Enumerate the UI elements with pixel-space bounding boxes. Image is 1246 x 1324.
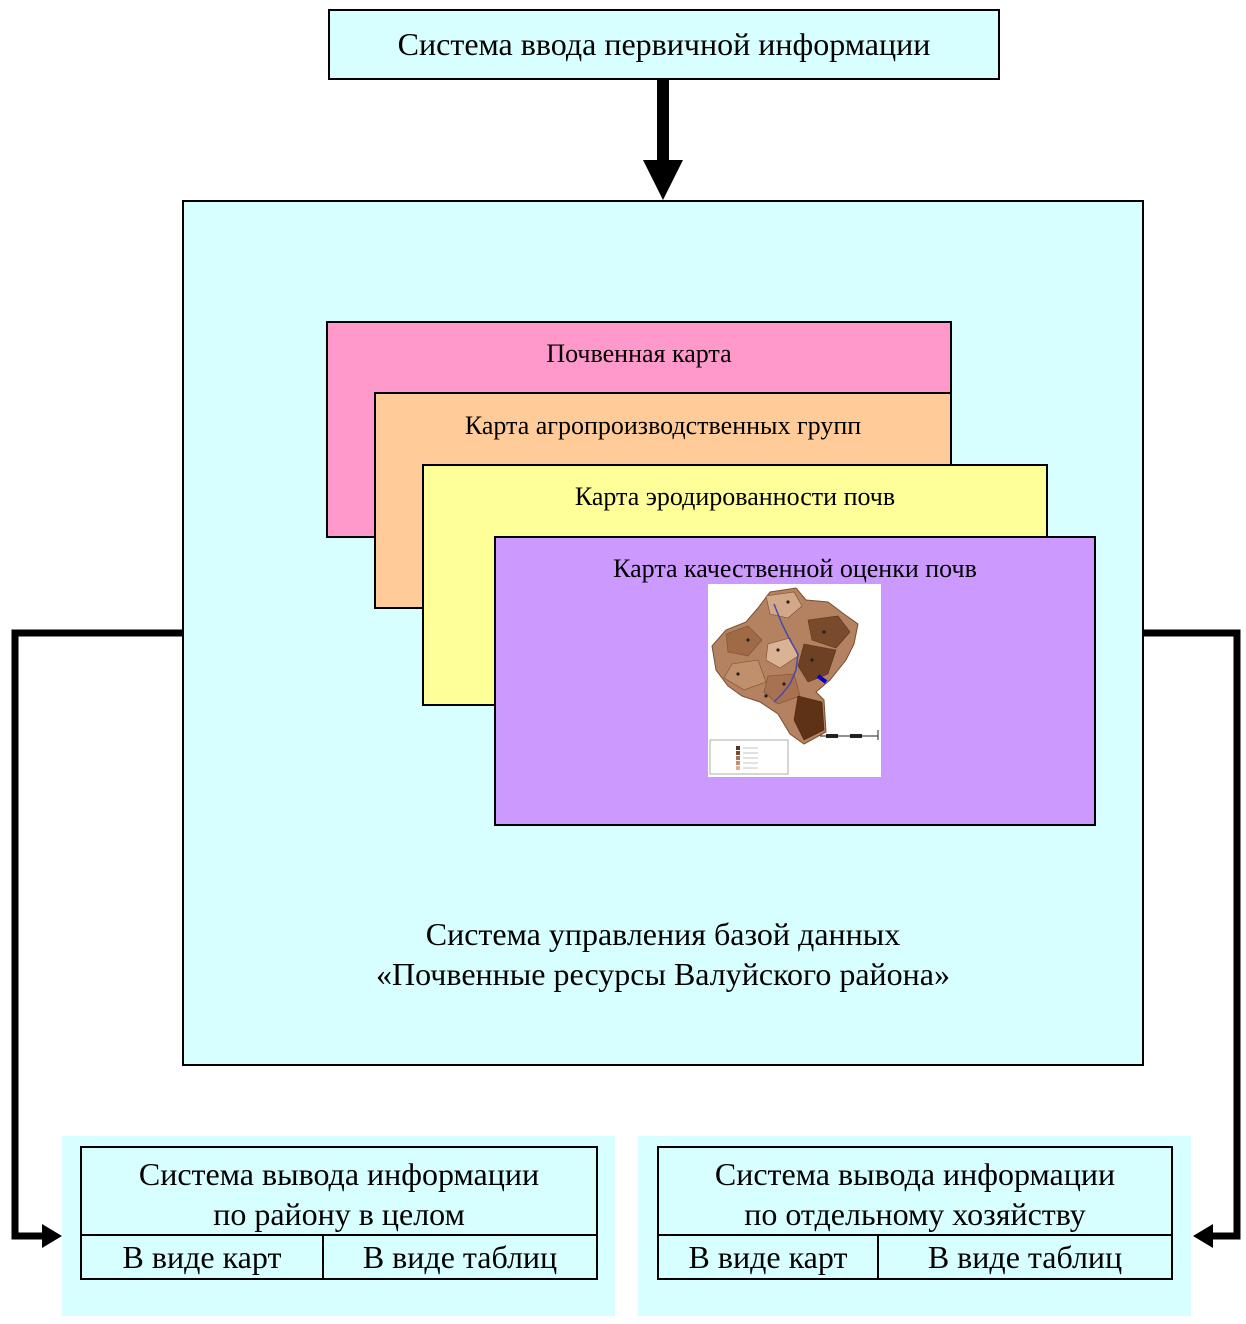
district-map-graphic bbox=[708, 584, 881, 777]
layer-soil-map-label: Почвенная карта bbox=[546, 339, 732, 368]
output-farm-title-line1: Система вывода информации bbox=[714, 1156, 1116, 1192]
output-farm-tables-cell: В виде таблиц bbox=[927, 1239, 1123, 1275]
input-system-label: Система ввода первичной информации bbox=[397, 26, 931, 62]
output-district-title: Система вывода информации по району в це… bbox=[82, 1148, 596, 1236]
layer-quality-map-label: Карта качественной оценки почв bbox=[613, 554, 977, 583]
output-farm-title-line2: по отдельному хозяйству bbox=[744, 1196, 1086, 1232]
output-farm-title: Система вывода информации по отдельному … bbox=[659, 1148, 1171, 1236]
output-district-tables-cell: В виде таблиц bbox=[362, 1239, 558, 1275]
output-district-title-line1: Система вывода информации bbox=[138, 1156, 540, 1192]
arrow-head-down-icon bbox=[643, 160, 683, 200]
arrow-head-left-icon bbox=[1193, 1224, 1213, 1248]
arrow-head-right-icon bbox=[42, 1224, 62, 1248]
output-district-table: Система вывода информации по району в це… bbox=[80, 1146, 598, 1280]
output-farm-table: Система вывода информации по отдельному … bbox=[657, 1146, 1173, 1280]
input-system-box: Система ввода первичной информации bbox=[328, 9, 1000, 80]
database-title-line1: Система управления базой данных bbox=[425, 916, 901, 952]
database-title-line2: «Почвенные ресурсы Валуйского района» bbox=[376, 956, 950, 992]
output-district-title-line2: по району в целом bbox=[213, 1196, 465, 1232]
layer-erosion-map-label: Карта эродированности почв bbox=[574, 482, 896, 511]
district-map-image bbox=[708, 584, 881, 777]
database-system-title: Система управления базой данных «Почвенн… bbox=[182, 914, 1144, 994]
output-farm-maps-cell: В виде карт bbox=[659, 1236, 879, 1278]
output-district-maps-cell: В виде карт bbox=[82, 1236, 324, 1278]
layer-agro-groups-map-label: Карта агропроизводственных групп bbox=[464, 411, 862, 440]
